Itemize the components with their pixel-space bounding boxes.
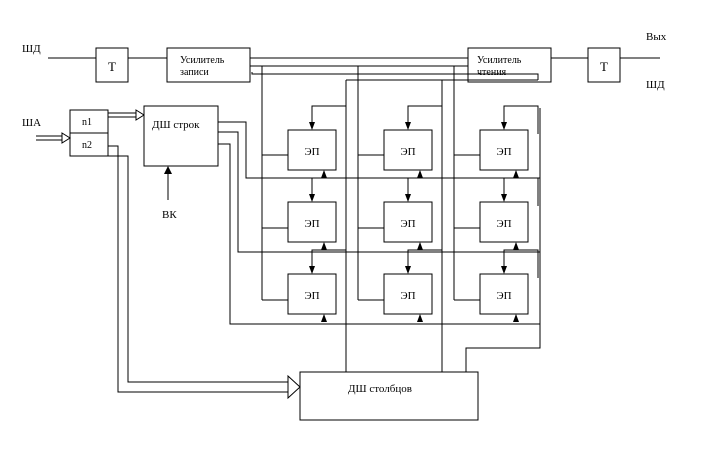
address-bus-label: ША (22, 117, 41, 129)
register-n2-label: n2 (82, 140, 92, 151)
memory-cell: ЭП (287, 249, 347, 322)
memory-cell-label: ЭП (400, 290, 415, 302)
memory-cell-matrix: ЭП ЭП ЭП ЭП ЭП ЭП ЭП ЭП ЭП (287, 105, 539, 322)
row-select-lines (218, 121, 540, 325)
memory-cell: ЭП (383, 105, 443, 178)
row-decoder-label: ДШ строк (152, 119, 200, 131)
memory-cell: ЭП (479, 249, 539, 322)
memory-cell-label: ЭП (304, 146, 319, 158)
memory-cell-label: ЭП (400, 146, 415, 158)
data-bus-out-label-bottom: ШД (646, 79, 665, 91)
data-bus-in-label: ШД (22, 43, 41, 55)
data-bus-wires (48, 57, 660, 67)
register-n1-label: n1 (82, 117, 92, 128)
memory-cell: ЭП (383, 249, 443, 322)
chip-select-label: ВК (162, 209, 177, 221)
row-decoder-block: ДШ строк (143, 105, 219, 167)
memory-cell: ЭП (287, 177, 347, 250)
address-register: n1 n2 (69, 109, 109, 157)
memory-cell-label: ЭП (496, 146, 511, 158)
memory-cell: ЭП (287, 105, 347, 178)
trigger-out-block: Т (587, 47, 621, 83)
memory-cell-label: ЭП (496, 218, 511, 230)
write-amp-label-2: записи (180, 67, 209, 78)
write-amplifier-block: Усилитель записи (166, 47, 251, 83)
n1-to-row-decoder-arrow (108, 109, 145, 121)
read-amp-label-1: Усилитель (477, 55, 522, 66)
write-amp-label-1: Усилитель (180, 55, 225, 66)
chip-select-input (164, 166, 172, 200)
address-bus-input-arrow (36, 132, 71, 144)
n2-to-column-decoder-arrow (108, 145, 301, 400)
memory-cell: ЭП (479, 105, 539, 178)
read-amp-label-2: чтения (477, 67, 507, 78)
memory-cell-label: ЭП (304, 290, 319, 302)
memory-cell: ЭП (383, 177, 443, 250)
memory-cell-label: ЭП (400, 218, 415, 230)
trigger-in-block: Т (95, 47, 129, 83)
column-decoder-label: ДШ столбцов (348, 383, 412, 395)
memory-cell-label: ЭП (496, 290, 511, 302)
memory-cell-label: ЭП (304, 218, 319, 230)
trigger-out-label: Т (600, 59, 608, 74)
column-decoder-block: ДШ столбцов (299, 371, 479, 421)
read-amplifier-block: Усилитель чтения (467, 47, 552, 83)
memory-cell: ЭП (479, 177, 539, 250)
trigger-in-label: Т (108, 59, 116, 74)
data-bus-out-label-top: Вых (646, 31, 667, 43)
